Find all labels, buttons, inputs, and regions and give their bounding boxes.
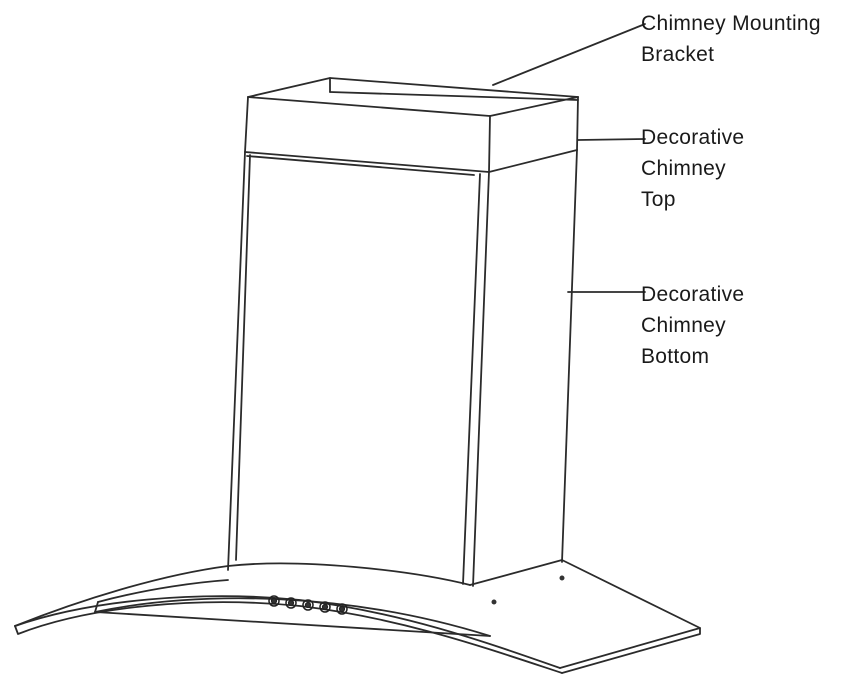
callout-decorative-chimney-top: Decorative Chimney Top [641, 122, 744, 215]
hood-canopy [14, 559, 701, 674]
control-knob-1 [268, 595, 280, 607]
control-knob-5 [336, 603, 348, 615]
callout-text: Chimney [641, 314, 726, 337]
callout-text: Bottom [641, 345, 710, 368]
decorative-chimney-top [244, 96, 579, 176]
callout-text: Bracket [641, 43, 715, 66]
chimney-mounting-bracket [247, 77, 579, 117]
leader-line-bracket [492, 23, 646, 86]
decorative-chimney-bottom [227, 149, 578, 587]
callout-text: Chimney [641, 157, 726, 180]
control-knob-4 [319, 601, 331, 613]
callout-text: Decorative [641, 283, 745, 306]
callout-text: Chimney Mounting [641, 12, 821, 35]
callout-text: Top [641, 188, 676, 211]
leader-line-top [577, 138, 646, 141]
callout-decorative-chimney-bottom: Decorative Chimney Bottom [641, 279, 744, 372]
control-knobs [268, 595, 348, 615]
leader-lines [492, 23, 646, 293]
callout-text: Decorative [641, 126, 745, 149]
control-knob-3 [302, 599, 314, 611]
callout-chimney-mounting-bracket: Chimney Mounting Bracket [641, 8, 821, 70]
control-knob-2 [285, 597, 297, 609]
